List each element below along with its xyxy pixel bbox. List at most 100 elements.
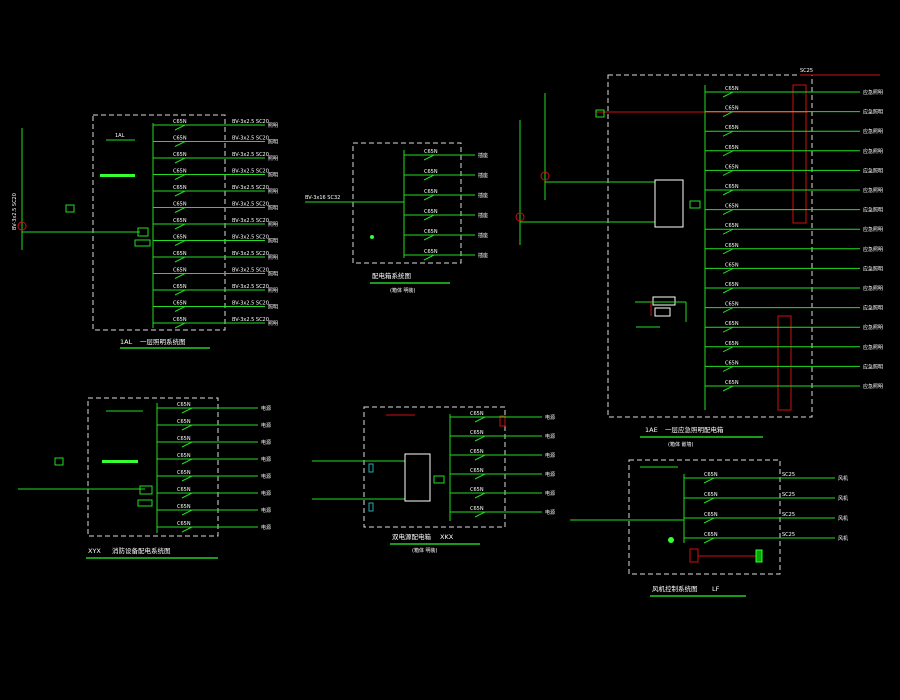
breaker-symbol bbox=[181, 492, 193, 499]
breaker-label: C65N bbox=[177, 470, 191, 476]
panel-title: 1AL bbox=[120, 338, 133, 346]
load-label: 电源 bbox=[261, 456, 271, 463]
breaker-label: C65N bbox=[725, 380, 739, 386]
breaker-symbol bbox=[722, 307, 734, 314]
breaker-symbol bbox=[722, 365, 734, 372]
breaker-symbol bbox=[703, 497, 715, 504]
relay-box bbox=[654, 307, 671, 317]
feeder-label: BV-3x2.5 SC20 bbox=[232, 136, 269, 142]
circuit-row: C65N 插座 bbox=[404, 209, 488, 221]
feeder-label: BV-3x2.5 SC20 bbox=[232, 169, 269, 175]
breaker-label: C65N bbox=[173, 185, 187, 191]
breaker-symbol bbox=[474, 435, 486, 442]
feeder-label: BV-3x2.5 SC20 bbox=[232, 185, 269, 191]
breaker-symbol bbox=[722, 189, 734, 196]
breaker-label: C65N bbox=[725, 243, 739, 249]
breaker-label: C65N bbox=[177, 521, 191, 527]
load-label: 照明 bbox=[268, 239, 278, 245]
load-label: 插座 bbox=[478, 212, 488, 219]
breaker-label: C65N bbox=[725, 184, 739, 190]
load-label: 应急照明 bbox=[863, 89, 883, 96]
main-breaker-icon bbox=[137, 227, 149, 237]
breaker-label: C65N bbox=[725, 106, 739, 112]
load-label: 应急照明 bbox=[863, 226, 883, 233]
panel-title-suffix: 配电箱系统图 bbox=[372, 271, 411, 280]
breaker-label: C65N bbox=[173, 152, 187, 158]
breaker-symbol bbox=[423, 154, 435, 161]
panel-title: XKX bbox=[440, 533, 454, 541]
load-label: 电源 bbox=[261, 422, 271, 429]
load-label: 插座 bbox=[478, 152, 488, 159]
breaker-label: C65N bbox=[704, 472, 718, 478]
breaker-label: C65N bbox=[424, 169, 438, 175]
indicator-icon bbox=[755, 549, 763, 563]
circuit-row: C65N 应急照明 bbox=[705, 223, 883, 235]
breaker-symbol bbox=[474, 416, 486, 423]
enclosure-1al bbox=[92, 114, 226, 331]
load-label: 照明 bbox=[268, 189, 278, 195]
enclosure-center-bottom bbox=[363, 406, 506, 528]
panel-1ae: SC25 C65N应急照明C65N应急照明C65N应急照明C65N应急照明C65… bbox=[515, 68, 883, 448]
breaker-symbol bbox=[181, 475, 193, 482]
breaker-label: C65N bbox=[704, 532, 718, 538]
ground-icon bbox=[370, 235, 374, 239]
load-label: 电源 bbox=[545, 509, 555, 516]
breaker-symbol bbox=[174, 141, 186, 147]
enclosure-1ae bbox=[607, 74, 813, 418]
breaker-label: C65N bbox=[424, 209, 438, 215]
breaker-symbol bbox=[423, 234, 435, 241]
breaker-label: C65N bbox=[424, 189, 438, 195]
load-label: 应急照明 bbox=[863, 109, 883, 116]
breaker-label: C65N bbox=[725, 282, 739, 288]
breaker-symbol bbox=[174, 157, 186, 164]
breaker-label: C65N bbox=[704, 492, 718, 498]
panel-subtitle: (箱体 明装) bbox=[412, 547, 438, 554]
breaker-label: C65N bbox=[725, 223, 739, 229]
spd-icon bbox=[137, 499, 153, 507]
load-label: 插座 bbox=[478, 192, 488, 199]
load-label: 电源 bbox=[545, 471, 555, 478]
breaker-symbol bbox=[423, 194, 435, 201]
feeder-label: SC25 bbox=[782, 492, 795, 498]
breaker-symbol bbox=[703, 537, 715, 544]
breaker-label: C65N bbox=[725, 164, 739, 170]
meter-icon bbox=[65, 204, 75, 213]
load-label: 应急照明 bbox=[863, 285, 883, 292]
fuse-icon bbox=[368, 502, 374, 512]
breaker-label: C65N bbox=[177, 453, 191, 459]
ground-icon bbox=[668, 537, 674, 543]
panel-xyx: C65N电源C65N电源C65N电源C65N电源C65N电源C65N电源C65N… bbox=[18, 397, 271, 559]
breaker-label: C65N bbox=[725, 262, 739, 268]
breaker-symbol bbox=[474, 473, 486, 480]
feeder-label: BV-3x16 SC32 bbox=[305, 195, 340, 201]
feeder-label: SC25 bbox=[782, 472, 795, 478]
load-label: 照明 bbox=[268, 156, 278, 162]
breaker-symbol bbox=[722, 267, 734, 274]
feeder-label: BV-3x2.5 SC20 bbox=[232, 251, 269, 257]
circuit-row: C65N 电源 bbox=[157, 453, 271, 465]
breaker-symbol bbox=[174, 190, 186, 197]
load-label: 应急照明 bbox=[863, 207, 883, 214]
enclosure-xyx bbox=[87, 397, 219, 537]
breaker-label: C65N bbox=[470, 506, 484, 512]
